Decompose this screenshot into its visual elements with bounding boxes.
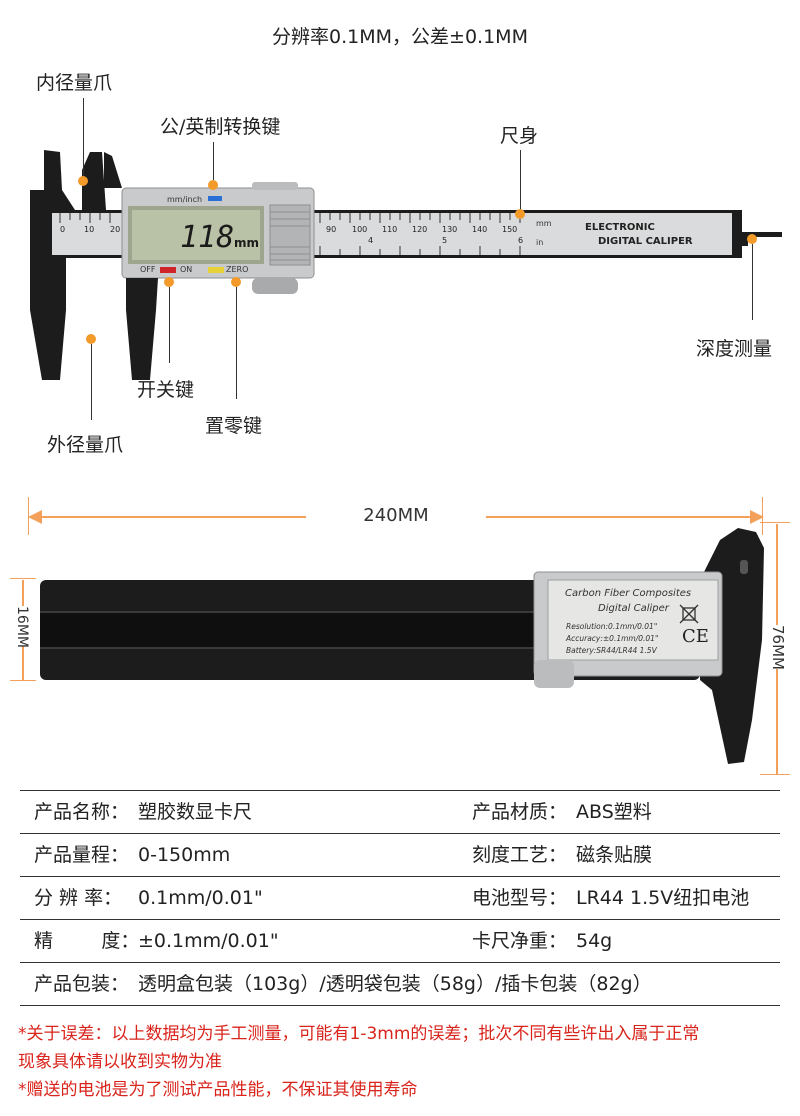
- inch-number-6: 6: [518, 236, 524, 245]
- back-label-line1: Carbon Fiber Composites: [565, 588, 692, 599]
- spec-key: 产品量程：: [34, 844, 130, 866]
- spec-key: 卡尺净重：: [472, 930, 568, 952]
- inch-number-4: 4: [368, 236, 374, 245]
- spec-value: 54g: [576, 930, 613, 952]
- spec-value: 0-150mm: [138, 844, 231, 866]
- lcd-reading: 118: [180, 220, 235, 255]
- callout-inner-jaw: 内径量爪: [36, 72, 113, 94]
- note-battery: *赠送的电池是为了测试产品性能，不保证其使用寿命: [18, 1080, 418, 1100]
- callout-unit-switch: 公/英制转换键: [160, 116, 281, 138]
- ce-mark: CE: [682, 626, 709, 647]
- unit-button-label: mm/inch: [167, 195, 203, 204]
- callout-dot-inner-jaw: [78, 176, 88, 186]
- spec-key: 产品名称：: [34, 801, 130, 823]
- spec-row: 产品名称： 塑胶数显卡尺 产品材质： ABS塑料: [20, 790, 780, 834]
- brand-line1: ELECTRONIC: [585, 222, 655, 233]
- note-error-line2: 现象具体请以收到实物为准: [18, 1052, 222, 1072]
- spec-value: 塑胶数显卡尺: [138, 801, 253, 823]
- spec-row: 精 度： ±0.1mm/0.01" 卡尺净重： 54g: [20, 920, 780, 963]
- scale-number-20: 20: [110, 225, 121, 234]
- spec-key: 分 辨 率：: [34, 887, 123, 909]
- back-label-line4: Accuracy:±0.1mm/0.01": [566, 634, 659, 643]
- callout-dot-zero: [231, 277, 241, 287]
- spec-key: 刻度工艺：: [472, 844, 568, 866]
- spec-value: 透明盒包装（103g）/透明袋包装（58g）/插卡包装（82g）: [138, 973, 652, 995]
- scale-number-0: 0: [60, 225, 66, 234]
- spec-row: 产品量程： 0-150mm 刻度工艺： 磁条贴膜: [20, 834, 780, 877]
- callout-ruler-body: 尺身: [500, 125, 539, 147]
- resolution-header: 分辨率0.1MM，公差±0.1MM: [272, 26, 528, 48]
- caliper-front-illustration: [30, 150, 782, 380]
- spec-key: 产品包装：: [34, 973, 130, 995]
- scale-number-90: 90: [326, 225, 337, 234]
- callout-dot-outer-jaw: [86, 334, 96, 344]
- spec-key: 精 度：: [34, 930, 140, 952]
- spec-value: ±0.1mm/0.01": [138, 930, 279, 952]
- spec-row: 分 辨 率： 0.1mm/0.01" 电池型号： LR44 1.5V纽扣电池: [20, 877, 780, 920]
- scale-number-120: 120: [412, 225, 428, 234]
- callout-dot-unit-switch: [208, 180, 218, 190]
- scale-in-label: in: [536, 238, 544, 247]
- zero-label: ZERO: [226, 265, 249, 274]
- lcd-unit: mm: [234, 236, 260, 250]
- spec-value: ABS塑料: [576, 801, 652, 823]
- length-dimension: 240MM: [363, 505, 429, 526]
- scale-number-10: 10: [84, 225, 95, 234]
- callout-depth: 深度测量: [696, 338, 773, 360]
- brand-line2: DIGITAL CALIPER: [598, 236, 693, 247]
- off-label: OFF: [140, 265, 156, 274]
- callout-dot-depth: [747, 234, 757, 244]
- back-label-line5: Battery:SR44/LR44 1.5V: [566, 646, 657, 655]
- spec-row-packaging: 产品包装： 透明盒包装（103g）/透明袋包装（58g）/插卡包装（82g）: [20, 963, 780, 1006]
- callout-dot-ruler-body: [515, 209, 525, 219]
- spec-value: 磁条贴膜: [576, 844, 653, 866]
- caliper-back-illustration: [40, 528, 764, 764]
- on-label: ON: [180, 265, 193, 274]
- callout-zero: 置零键: [205, 415, 263, 437]
- back-label-line3: Resolution:0.1mm/0.01": [566, 622, 658, 631]
- scale-number-100: 100: [352, 225, 368, 234]
- scale-number-130: 130: [442, 225, 458, 234]
- callout-dot-power: [164, 277, 174, 287]
- spec-table: 产品名称： 塑胶数显卡尺 产品材质： ABS塑料 产品量程： 0-150mm 刻…: [20, 790, 780, 1006]
- back-label-line2: Digital Caliper: [598, 603, 669, 614]
- spec-key: 产品材质：: [472, 801, 568, 823]
- callout-outer-jaw: 外径量爪: [47, 434, 124, 456]
- inch-number-5: 5: [442, 236, 448, 245]
- scale-number-110: 110: [382, 225, 398, 234]
- callout-power: 开关键: [137, 379, 195, 401]
- note-error-line1: *关于误差：以上数据均为手工测量，可能有1-3mm的误差；批次不同有些许出入属于…: [18, 1024, 700, 1044]
- scale-mm-label: mm: [536, 219, 552, 228]
- spec-value: LR44 1.5V纽扣电池: [576, 887, 750, 909]
- scale-number-150: 150: [502, 225, 518, 234]
- scale-number-140: 140: [472, 225, 488, 234]
- spec-key: 电池型号：: [472, 887, 568, 909]
- spec-value: 0.1mm/0.01": [138, 887, 263, 909]
